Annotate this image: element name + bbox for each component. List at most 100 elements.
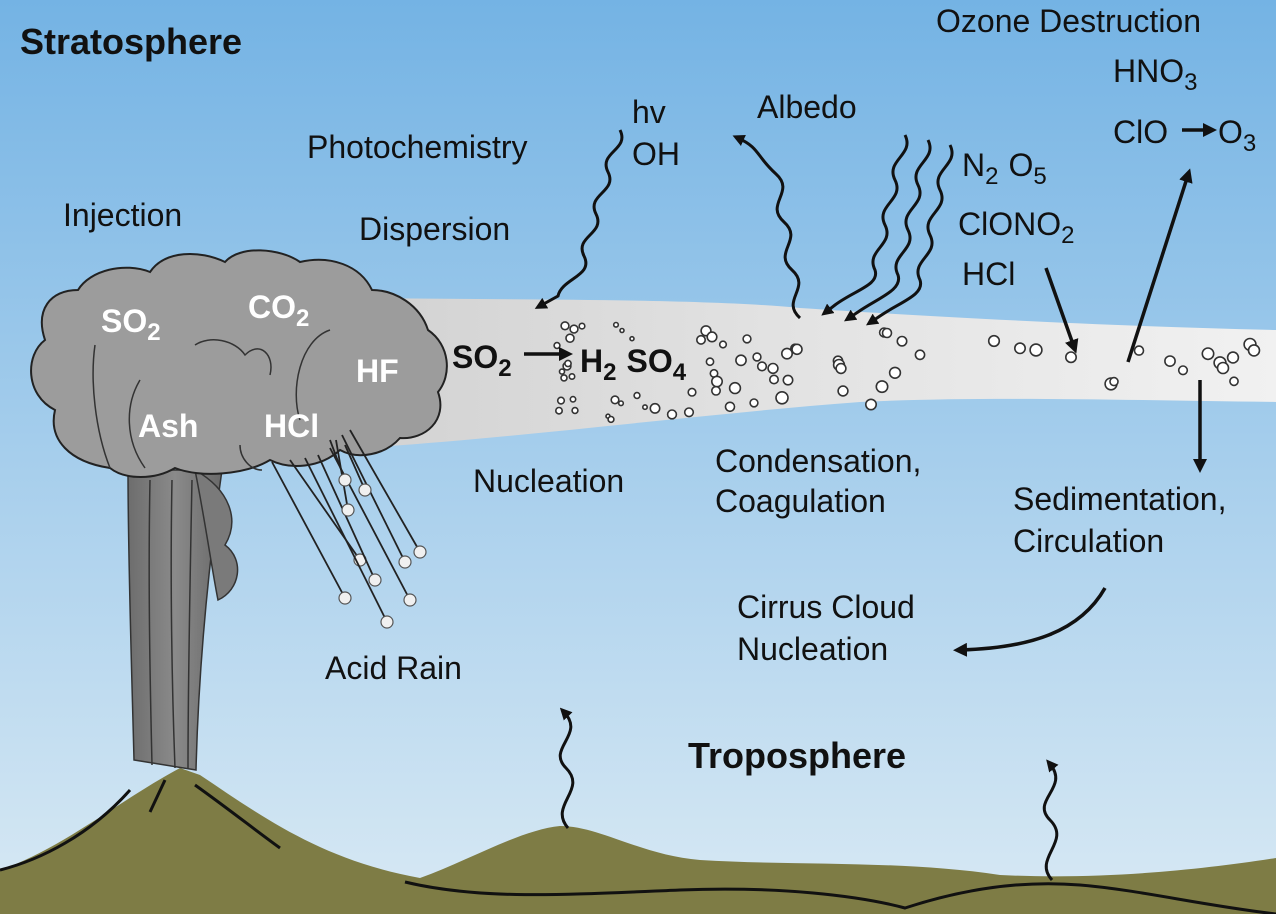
aerosol-droplet xyxy=(718,340,728,349)
acid-rain-streak xyxy=(329,439,346,481)
ozone-destruction-label: Ozone Destruction xyxy=(936,3,1201,39)
aerosol-droplet xyxy=(683,407,695,418)
hv-label: hv xyxy=(632,94,666,130)
aerosol-droplet xyxy=(629,335,635,342)
acid-rain-streak xyxy=(271,461,346,599)
aerosol-droplet xyxy=(767,362,779,375)
aerosol-droplet xyxy=(864,398,877,411)
aerosol-droplet xyxy=(553,341,561,350)
aerosol-droplet xyxy=(710,375,723,388)
aerosol-droplet xyxy=(1133,345,1145,356)
aerosol-droplet xyxy=(914,349,926,361)
ground-line-mid xyxy=(148,779,167,813)
aerosol-droplet xyxy=(742,334,752,344)
condensation-label-1: Condensation, xyxy=(715,443,921,479)
aerosol-droplet xyxy=(1029,343,1043,357)
reaction-so2: SO2 xyxy=(452,339,512,382)
aerosol-droplet xyxy=(710,385,721,396)
column-side-puffs xyxy=(193,468,239,602)
aerosol-droplet xyxy=(556,396,566,405)
aerosol-droplet xyxy=(612,321,620,328)
aerosol-droplet xyxy=(564,359,572,368)
aerosol-droplet xyxy=(752,352,762,362)
albedo-wave-arrow xyxy=(732,135,802,320)
aerosol-droplet xyxy=(569,324,579,334)
aerosol-droplet xyxy=(1177,365,1189,376)
aerosol-droplet xyxy=(1216,361,1230,375)
stratosphere-label: Stratosphere xyxy=(20,21,242,62)
photochemistry-wave-arrow xyxy=(534,129,624,309)
cloud-co2-label: CO2 xyxy=(248,289,309,332)
cloud-ash-label: Ash xyxy=(138,408,198,444)
aerosol-droplet xyxy=(780,347,793,360)
condensation-label-2: Coagulation xyxy=(715,483,886,519)
o3-label: O3 xyxy=(1218,114,1256,157)
aerosol-droplet xyxy=(705,357,715,367)
aerosol-droplet xyxy=(633,391,641,400)
hcl-right-label: HCl xyxy=(962,256,1015,292)
ozone-arrow xyxy=(1126,168,1193,363)
aerosol-droplet xyxy=(782,374,794,386)
acid-rain-drop xyxy=(338,591,352,605)
aerosol-droplet xyxy=(560,321,570,331)
aerosol-plume xyxy=(360,298,1276,448)
sedimentation-label-1: Sedimentation, xyxy=(1013,481,1226,517)
clono2-label: ClONO2 xyxy=(958,206,1074,249)
acid-rain-drop xyxy=(368,573,382,587)
acid-rain-drop xyxy=(338,473,352,487)
hcl-arrow xyxy=(1044,267,1079,354)
aerosol-droplet xyxy=(881,327,893,339)
incoming-wave-arrow-2 xyxy=(844,139,932,322)
aerosol-droplet xyxy=(835,362,847,375)
acid-rain-drop xyxy=(380,615,394,629)
aerosol-droplet xyxy=(617,400,625,407)
aerosol-droplet xyxy=(735,354,747,367)
hno3-label: HNO3 xyxy=(1113,53,1197,96)
acid-rain-drop xyxy=(341,503,355,517)
aerosol-droplet xyxy=(1247,344,1261,357)
aerosol-droplet xyxy=(1201,347,1215,361)
acid-rain-streak xyxy=(341,434,406,563)
aerosol-droplet xyxy=(728,381,742,395)
aerosol-droplet xyxy=(1065,351,1078,364)
aerosol-droplet xyxy=(578,322,586,330)
aerosol-droplet xyxy=(896,335,908,347)
aerosol-droplet xyxy=(619,327,625,334)
acid-rain-streak xyxy=(344,444,366,491)
cloud-hcl-label: HCl xyxy=(264,408,319,444)
acid-rain-drop xyxy=(413,545,427,559)
aerosol-droplet xyxy=(687,387,697,397)
aerosol-droplet xyxy=(756,361,768,372)
clo-label: ClO xyxy=(1113,114,1168,150)
aerosol-droplet xyxy=(641,404,648,411)
aerosol-droplets xyxy=(553,321,1261,424)
aerosol-droplet xyxy=(987,334,1001,348)
cirrus-arrow xyxy=(953,587,1107,657)
ground-line-left xyxy=(0,789,132,872)
aerosol-droplet xyxy=(706,331,718,343)
incoming-wave-arrow-3 xyxy=(866,144,954,326)
aerosol-droplet xyxy=(791,343,803,356)
acid-rain-drop xyxy=(358,483,372,497)
aerosol-droplet xyxy=(1013,342,1026,355)
aerosol-droplet xyxy=(610,395,620,405)
aerosol-droplet xyxy=(565,333,575,344)
surface-heat-wave-left xyxy=(558,707,575,829)
dispersion-label: Dispersion xyxy=(359,211,510,247)
albedo-label: Albedo xyxy=(757,89,857,125)
aerosol-droplet xyxy=(775,390,789,405)
acid-rain-label: Acid Rain xyxy=(325,650,462,686)
injection-label: Injection xyxy=(63,197,182,233)
nucleation-label: Nucleation xyxy=(473,463,624,499)
aerosol-droplet xyxy=(607,415,615,424)
aerosol-droplet xyxy=(1226,351,1240,364)
acid-rain-streak xyxy=(304,457,388,623)
ground xyxy=(0,768,1276,914)
acid-rain-drop xyxy=(398,555,412,569)
ground-line-right xyxy=(194,783,281,850)
acid-rain-streak xyxy=(349,429,421,553)
aerosol-droplet xyxy=(768,374,779,385)
